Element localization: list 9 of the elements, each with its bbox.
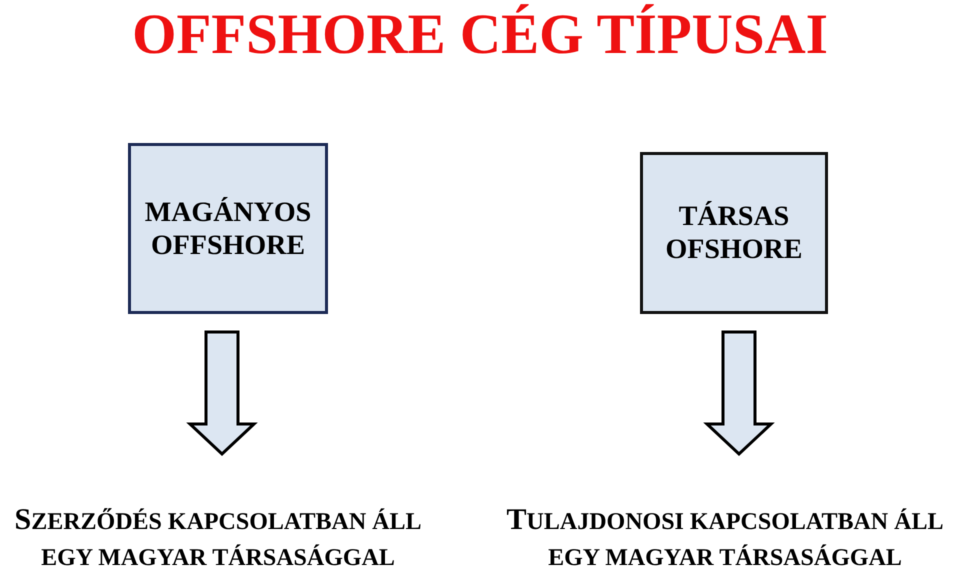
block-arrow [186,330,258,456]
process-box [640,152,828,314]
title: OFFSHORE CÉG TÍPUSAI [131,2,829,68]
description-text: TULAJDONOSI KAPCSOLATBAN ÁLL EGY MAGYAR TÁRSASÁGGAL [506,502,944,572]
process-box [128,143,328,314]
box-label: MAGÁNYOS OFFSHORE [144,196,312,262]
box-label: TÁRSAS OFSHORE [664,200,804,266]
block-arrow [703,330,775,456]
description-text: SZERZŐDÉS KAPCSOLATBAN ÁLL EGY MAGYAR TÁRSASÁGGAL [14,502,422,572]
